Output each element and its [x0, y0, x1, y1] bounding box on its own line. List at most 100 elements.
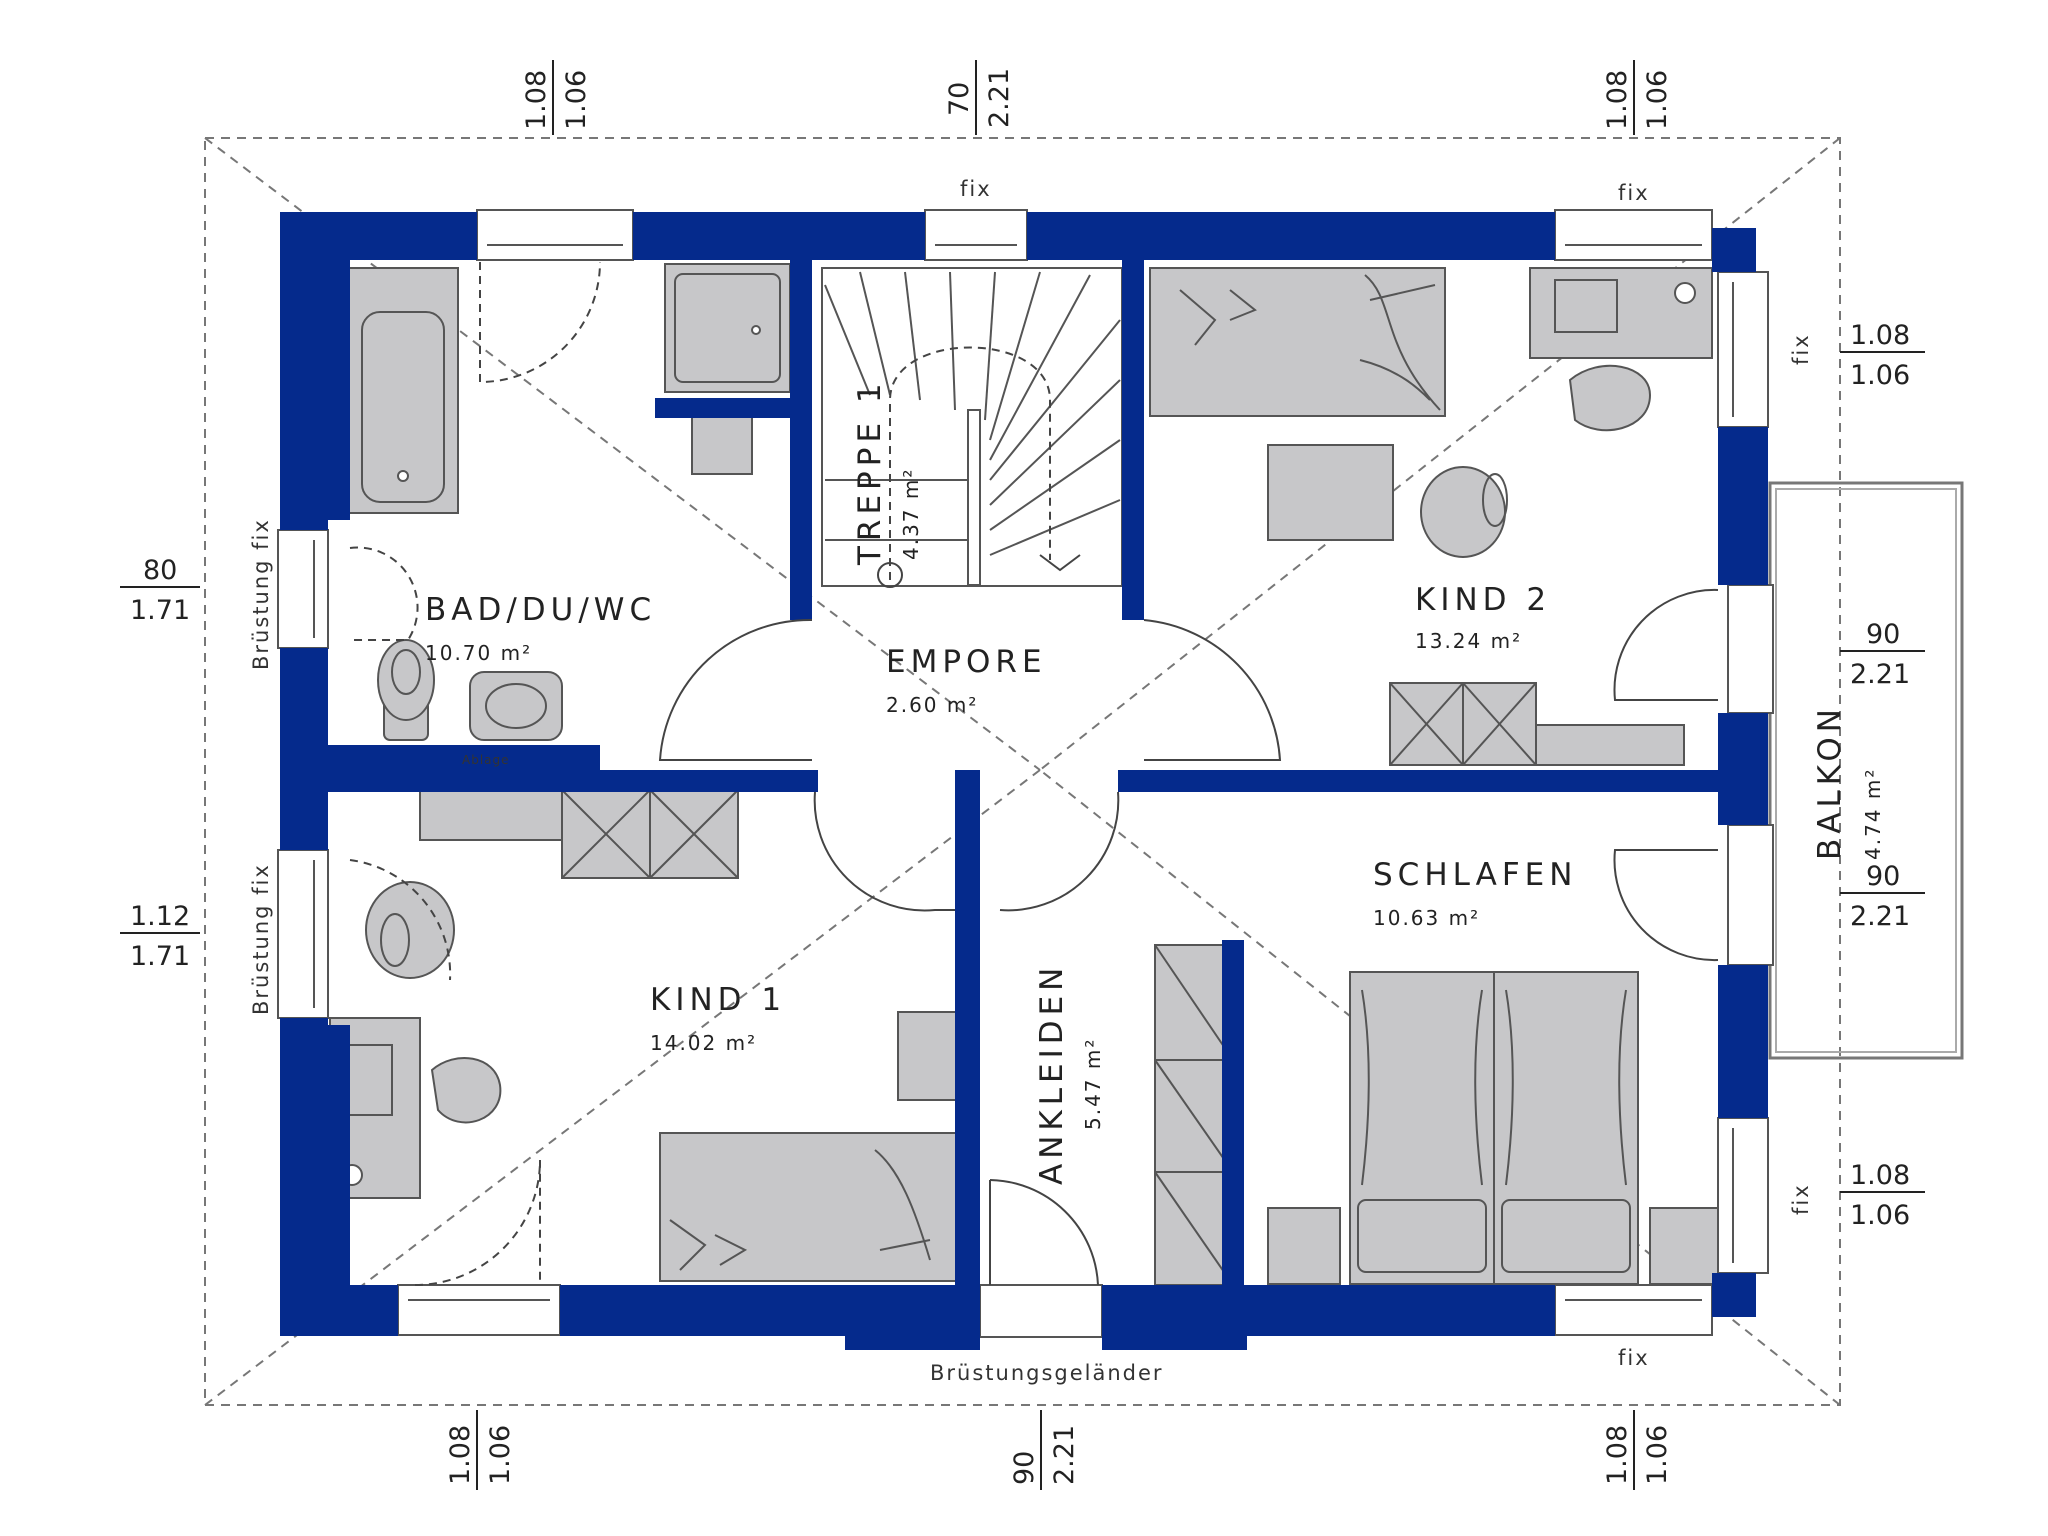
bath-cabinet: [691, 409, 753, 475]
toilet: [377, 639, 435, 741]
dimension-top-left: 1.08 1.06: [521, 60, 592, 135]
room-area-kind2: 13.24 m²: [1415, 629, 1522, 653]
window-kind1-bottom: [397, 1284, 561, 1336]
room-name-treppe: TREPPE 1: [852, 378, 888, 566]
dim-right-mid1-a: 90: [1866, 619, 1900, 650]
label-fix-bottom-right: fix: [1618, 1346, 1650, 1370]
window-kind2-right: [1717, 271, 1769, 428]
dim-bottom-left-b: 1.06: [485, 1425, 516, 1485]
window-schlafen-bottom: [1554, 1284, 1713, 1336]
dim-right-bottom-b: 1.06: [1850, 1200, 1910, 1231]
room-name-kind2: KIND 2: [1415, 582, 1551, 618]
dim-bottom-right-b: 1.06: [1642, 1425, 1673, 1485]
staircase: [821, 267, 1123, 588]
doors: [349, 261, 1719, 1286]
dim-right-top-b: 1.06: [1850, 360, 1910, 391]
dim-left-upper-b: 1.71: [130, 595, 190, 626]
dimension-top-right: 1.08 1.06: [1602, 60, 1673, 135]
nightstand-kind1: [897, 1011, 957, 1101]
nightstand-schlafen-right: [1649, 1207, 1723, 1285]
dimension-left-upper: 80 1.71: [120, 555, 200, 626]
dim-top-center-a: 70: [944, 82, 975, 116]
room-area-treppe: 4.37 m²: [899, 468, 923, 560]
room-name-empore: EMPORE: [886, 644, 1047, 680]
desk-chair-kind1: [430, 1057, 502, 1124]
room-area-balkon: 4.74 m²: [1861, 768, 1885, 860]
label-bruestung-fix-upper: Brüstung fix: [249, 518, 273, 670]
dim-bottom-center-a: 90: [1009, 1451, 1040, 1485]
dimension-bottom-center: 90 2.21: [1009, 1410, 1080, 1490]
nightstand-schlafen-left: [1267, 1207, 1341, 1285]
label-bruestung-fix-lower: Brüstung fix: [249, 863, 273, 1015]
room-name-schlafen: SCHLAFEN: [1373, 857, 1577, 893]
dimension-right-top: 1.08 1.06: [1840, 320, 1925, 391]
dim-right-mid2-a: 90: [1866, 861, 1900, 892]
label-bruestungsgelaender: Brüstungsgeländer: [930, 1361, 1164, 1385]
walls: [280, 212, 1768, 1350]
window-kind2-top: [1554, 209, 1713, 261]
dimension-bottom-right: 1.08 1.06: [1602, 1410, 1673, 1490]
dim-right-mid1-b: 2.21: [1850, 659, 1910, 690]
room-name-balkon: BALKON: [1812, 704, 1848, 860]
room-name-kind1: KIND 1: [650, 982, 786, 1018]
wardrobe-ankleiden: [1154, 944, 1234, 1286]
label-fix-top-center: fix: [960, 177, 992, 201]
desk-kind2: [1529, 267, 1713, 359]
bed-kind1: [659, 1132, 959, 1282]
wardrobe-kind1: [561, 789, 739, 879]
dim-left-lower-a: 1.12: [130, 901, 190, 932]
gallery-railing: [979, 1284, 1103, 1338]
dim-bottom-right-a: 1.08: [1602, 1425, 1633, 1485]
ablage-label-bad: Ablage: [462, 753, 510, 767]
dimension-left-lower: 1.12 1.71: [120, 901, 200, 972]
window-bad-top: [476, 209, 634, 261]
window-bad-left: [277, 529, 329, 649]
room-area-kind1: 14.02 m²: [650, 1031, 757, 1055]
door-balkon-lower: [1727, 824, 1774, 966]
dim-right-top-a: 1.08: [1850, 320, 1910, 351]
room-name-bad: BAD/DU/WC: [425, 592, 656, 628]
dim-top-right-b: 1.06: [1642, 70, 1673, 130]
window-kind1-left: [277, 849, 329, 1019]
window-top-center: [924, 209, 1028, 261]
dim-right-bottom-a: 1.08: [1850, 1160, 1910, 1191]
shower: [664, 263, 791, 393]
bed-kind2: [1149, 267, 1446, 417]
armchair-kind1: [365, 881, 455, 979]
dim-top-left-b: 1.06: [561, 70, 592, 130]
dimension-bottom-left: 1.08 1.06: [445, 1410, 516, 1490]
label-fix-right-lower: fix: [1789, 1183, 1813, 1215]
roof-outline: [204, 137, 1841, 1406]
label-fix-top-right: fix: [1618, 181, 1650, 205]
shelf-kind2: [1535, 724, 1685, 766]
room-area-bad: 10.70 m²: [425, 641, 532, 665]
dimension-right-mid1: 90 2.21: [1840, 619, 1925, 690]
bathtub: [347, 267, 459, 514]
dimension-top-center: 70 2.21: [944, 60, 1015, 135]
rug-kind2: [1267, 444, 1394, 541]
shelf-kind1: [419, 789, 563, 841]
armchair-kind2: [1420, 466, 1508, 558]
room-name-ankleiden: ANKLEIDEN: [1034, 963, 1070, 1185]
bed-schlafen: [1349, 971, 1639, 1285]
desk-chair-kind2: [1568, 364, 1652, 432]
dim-top-right-a: 1.08: [1602, 70, 1633, 130]
dim-bottom-left-a: 1.08: [445, 1425, 476, 1485]
door-balkon-upper: [1727, 584, 1774, 714]
wardrobe-kind2: [1389, 682, 1537, 766]
balcony: [1768, 481, 1964, 1060]
dimension-right-bottom: 1.08 1.06: [1840, 1160, 1925, 1231]
dimension-right-mid2: 90 2.21: [1840, 861, 1925, 932]
dim-left-upper-a: 80: [143, 555, 177, 586]
room-area-ankleiden: 5.47 m²: [1081, 1038, 1105, 1130]
dim-right-mid2-b: 2.21: [1850, 901, 1910, 932]
window-schlafen-right: [1717, 1117, 1769, 1274]
dim-left-lower-b: 1.71: [130, 941, 190, 972]
washbasin: [469, 671, 563, 741]
room-area-schlafen: 10.63 m²: [1373, 906, 1480, 930]
label-fix-right-upper: fix: [1789, 333, 1813, 365]
room-area-empore: 2.60 m²: [886, 693, 978, 717]
dim-top-center-b: 2.21: [984, 68, 1015, 128]
dim-top-left-a: 1.08: [521, 70, 552, 130]
